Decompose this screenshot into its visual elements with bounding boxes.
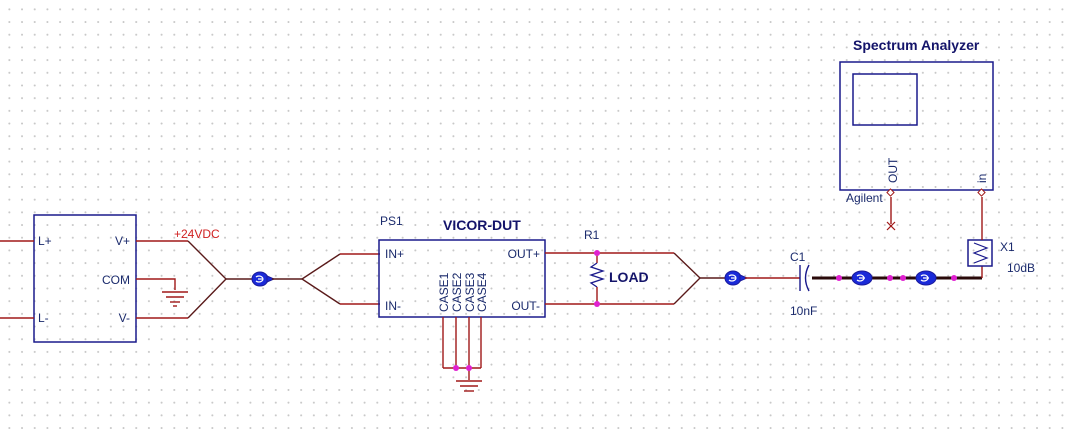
junction-load-top xyxy=(594,250,600,256)
spectrum-analyzer[interactable]: Spectrum Analyzer OUT in Agilent xyxy=(839,37,994,205)
analyzer-in-port[interactable] xyxy=(977,188,986,197)
analyzer-out-port[interactable] xyxy=(886,188,895,197)
junction-coax-2 xyxy=(887,275,893,281)
attenuator-ref: X1 xyxy=(1000,240,1015,254)
attenuator-x1[interactable]: X1 10dB xyxy=(967,239,1035,275)
case-ground-wires xyxy=(442,317,482,380)
load-ref: R1 xyxy=(584,228,600,242)
analyzer-body[interactable] xyxy=(839,61,994,191)
dut-module[interactable]: PS1 VICOR-DUT IN+ IN- OUT+ OUT- CASE1 CA… xyxy=(378,214,546,318)
junction-coax-3 xyxy=(900,275,906,281)
analyzer-vendor: Agilent xyxy=(846,191,883,205)
pin-label-com: COM xyxy=(102,273,130,287)
wire-com xyxy=(136,278,176,290)
net-label-24vdc[interactable]: +24VDC xyxy=(174,227,220,241)
pin-label-case2: CASE2 xyxy=(450,272,464,312)
analyzer-screen xyxy=(852,73,918,126)
pin-label-out-plus: OUT+ xyxy=(508,247,540,261)
pin-label-out-minus: OUT- xyxy=(511,299,540,313)
coax-connector-2[interactable] xyxy=(724,270,749,286)
junction-coax-4 xyxy=(951,275,957,281)
pin-label-l-minus: L- xyxy=(38,311,49,325)
coax-connector-1[interactable] xyxy=(251,271,276,287)
pin-label-case4: CASE4 xyxy=(475,272,489,312)
junction-case-1 xyxy=(453,365,459,371)
pin-label-in-minus: IN- xyxy=(385,299,401,313)
dut-name: VICOR-DUT xyxy=(443,217,521,233)
pin-label-in-plus: IN+ xyxy=(385,247,404,261)
junction-coax-1 xyxy=(836,275,842,281)
pin-label-v-minus: V- xyxy=(119,311,130,325)
pin-label-v-plus: V+ xyxy=(115,234,130,248)
pin-label-case1: CASE1 xyxy=(437,272,451,312)
power-supply[interactable]: L+ L- V+ COM V- xyxy=(0,214,137,343)
attenuator-value: 10dB xyxy=(1007,261,1035,275)
twisted-pair-split-1 xyxy=(300,253,341,305)
pin-label-l-plus: L+ xyxy=(38,234,52,248)
capacitor-c1[interactable]: C1 10nF xyxy=(790,250,817,318)
dut-body[interactable] xyxy=(378,239,546,318)
pin-label-case3: CASE3 xyxy=(463,272,477,312)
capacitor-ref: C1 xyxy=(790,250,806,264)
junction-case-2 xyxy=(466,365,472,371)
capacitor-value: 10nF xyxy=(790,304,817,318)
no-connect-icon xyxy=(886,221,896,231)
analyzer-pin-in: in xyxy=(975,174,989,183)
analyzer-pin-out: OUT xyxy=(886,157,900,183)
ground-symbol-1 xyxy=(162,291,188,307)
coax-connector-3[interactable] xyxy=(851,270,873,286)
ground-symbol-2 xyxy=(456,380,482,392)
coax-connector-4[interactable] xyxy=(915,270,937,286)
load-name: LOAD xyxy=(609,269,649,285)
load-resistor[interactable]: R1 LOAD xyxy=(584,228,649,304)
dut-ref: PS1 xyxy=(380,214,403,228)
analyzer-title: Spectrum Analyzer xyxy=(853,37,980,53)
junction-load-bottom xyxy=(594,301,600,307)
twisted-pair-merge-2 xyxy=(673,252,701,305)
twisted-pair-merge-1 xyxy=(187,240,227,319)
